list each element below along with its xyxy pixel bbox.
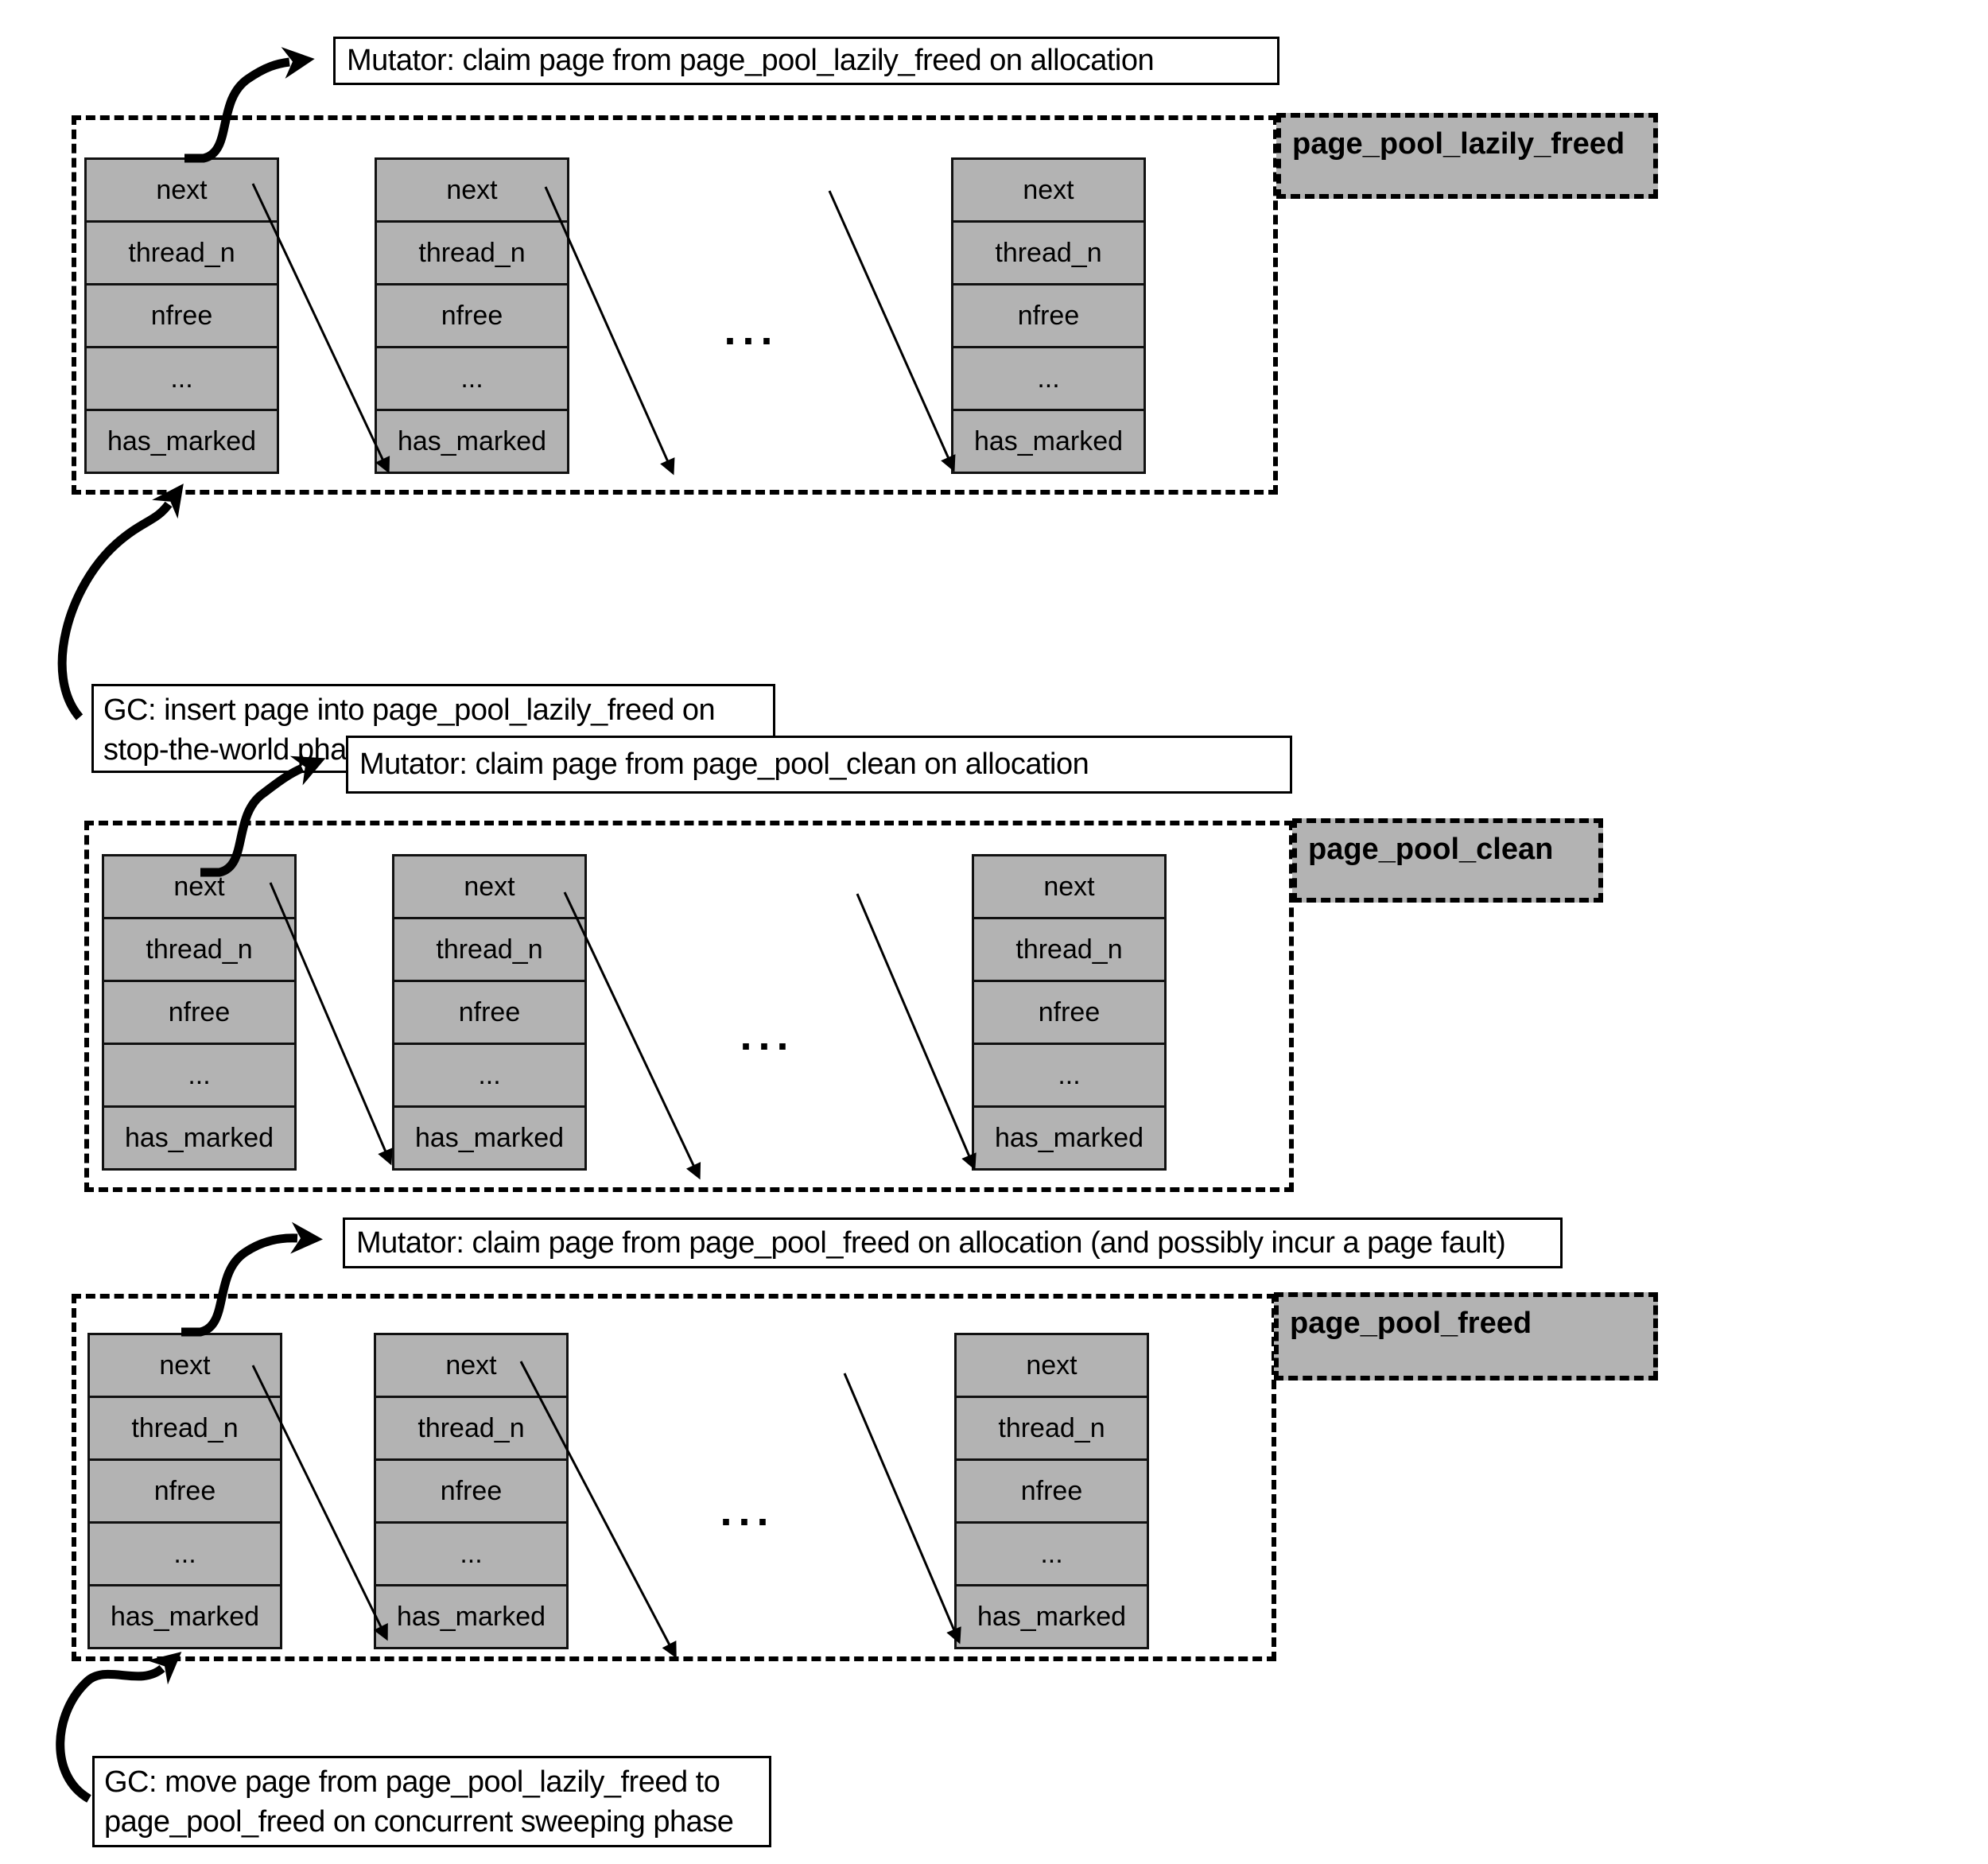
field-nfree: nfree <box>90 1458 280 1521</box>
field-next: next <box>957 1335 1147 1396</box>
field-has-marked: has_marked <box>90 1584 280 1647</box>
page-node: next thread_n nfree ... has_marked <box>951 157 1146 474</box>
field-ellipsis: ... <box>104 1043 294 1105</box>
pool-label-freed: page_pool_freed <box>1274 1292 1658 1381</box>
field-ellipsis: ... <box>90 1521 280 1584</box>
pool-label-clean: page_pool_clean <box>1292 818 1603 903</box>
page-node: next thread_n nfree ... has_marked <box>954 1333 1149 1649</box>
field-next: next <box>87 160 277 220</box>
page-node: next thread_n nfree ... has_marked <box>392 854 587 1171</box>
field-thread-n: thread_n <box>953 220 1143 283</box>
field-thread-n: thread_n <box>87 220 277 283</box>
mutator-note-lazily-freed: Mutator: claim page from page_pool_lazil… <box>333 37 1279 85</box>
field-thread-n: thread_n <box>376 1396 566 1458</box>
elided-nodes-ellipsis: ... <box>724 306 779 354</box>
field-nfree: nfree <box>377 283 567 346</box>
page-node: next thread_n nfree ... has_marked <box>84 157 279 474</box>
field-ellipsis: ... <box>953 346 1143 409</box>
page-node: next thread_n nfree ... has_marked <box>102 854 297 1171</box>
field-thread-n: thread_n <box>104 917 294 980</box>
page-node: next thread_n nfree ... has_marked <box>375 157 569 474</box>
field-next: next <box>974 856 1164 917</box>
mutator-note-freed: Mutator: claim page from page_pool_freed… <box>343 1217 1563 1268</box>
field-thread-n: thread_n <box>957 1396 1147 1458</box>
field-has-marked: has_marked <box>376 1584 566 1647</box>
gc-note-line: stop-the-world phase <box>103 733 378 767</box>
field-has-marked: has_marked <box>87 409 277 472</box>
page-node: next thread_n nfree ... has_marked <box>374 1333 569 1649</box>
gc-note-line: GC: insert page into page_pool_lazily_fr… <box>103 693 716 727</box>
gc-note-line: page_pool_freed on concurrent sweeping p… <box>104 1805 734 1839</box>
gc-note-line: GC: move page from page_pool_lazily_free… <box>104 1765 720 1799</box>
field-has-marked: has_marked <box>957 1584 1147 1647</box>
field-has-marked: has_marked <box>974 1105 1164 1168</box>
pool-container-lazily-freed <box>72 115 1278 495</box>
pool-container-clean <box>84 821 1294 1192</box>
field-next: next <box>376 1335 566 1396</box>
field-next: next <box>394 856 584 917</box>
field-next: next <box>104 856 294 917</box>
field-next: next <box>953 160 1143 220</box>
field-ellipsis: ... <box>376 1521 566 1584</box>
field-has-marked: has_marked <box>377 409 567 472</box>
field-has-marked: has_marked <box>394 1105 584 1168</box>
mutator-note-clean: Mutator: claim page from page_pool_clean… <box>346 736 1292 794</box>
field-next: next <box>377 160 567 220</box>
field-nfree: nfree <box>974 980 1164 1043</box>
field-ellipsis: ... <box>394 1043 584 1105</box>
field-has-marked: has_marked <box>104 1105 294 1168</box>
field-ellipsis: ... <box>87 346 277 409</box>
field-ellipsis: ... <box>377 346 567 409</box>
elided-nodes-ellipsis: ... <box>740 1012 795 1059</box>
field-nfree: nfree <box>394 980 584 1043</box>
gc-note-freed: GC: move page from page_pool_lazily_free… <box>92 1756 771 1847</box>
field-nfree: nfree <box>953 283 1143 346</box>
field-thread-n: thread_n <box>974 917 1164 980</box>
field-thread-n: thread_n <box>90 1396 280 1458</box>
field-nfree: nfree <box>104 980 294 1043</box>
field-thread-n: thread_n <box>394 917 584 980</box>
field-nfree: nfree <box>376 1458 566 1521</box>
field-nfree: nfree <box>957 1458 1147 1521</box>
elided-nodes-ellipsis: ... <box>720 1487 775 1535</box>
field-ellipsis: ... <box>957 1521 1147 1584</box>
pool-label-lazily-freed: page_pool_lazily_freed <box>1276 113 1658 199</box>
page-node: next thread_n nfree ... has_marked <box>972 854 1167 1171</box>
field-has-marked: has_marked <box>953 409 1143 472</box>
field-nfree: nfree <box>87 283 277 346</box>
pool-container-freed <box>72 1294 1276 1661</box>
page-node: next thread_n nfree ... has_marked <box>87 1333 282 1649</box>
field-ellipsis: ... <box>974 1043 1164 1105</box>
field-next: next <box>90 1335 280 1396</box>
field-thread-n: thread_n <box>377 220 567 283</box>
